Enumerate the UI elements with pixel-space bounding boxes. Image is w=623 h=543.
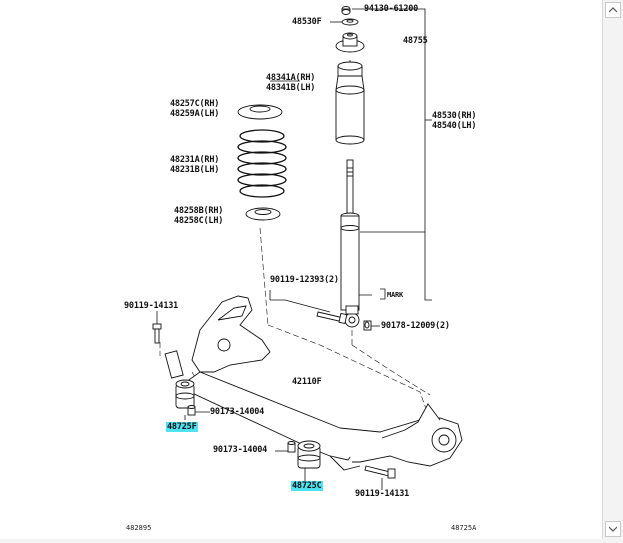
footer-right-code: 48725A bbox=[451, 524, 477, 532]
label-90178-12009[interactable]: 90178-12009(2) bbox=[381, 321, 450, 331]
leader-lines bbox=[156, 8, 432, 490]
spring-seat-lower-icon bbox=[245, 207, 281, 221]
bolt-90119-14131-icon bbox=[152, 323, 162, 344]
label-48259a[interactable]: 48259A(LH) bbox=[170, 109, 220, 119]
nut-90173-right-icon bbox=[287, 441, 296, 453]
label-48257c[interactable]: 48257C(RH) bbox=[170, 99, 220, 109]
bushing-48725f-icon bbox=[175, 379, 195, 409]
coil-spring-icon bbox=[237, 129, 287, 198]
nut-90173-left-icon bbox=[187, 405, 196, 416]
label-90119-14131-top[interactable]: 90119-14131 bbox=[124, 301, 179, 311]
chevron-up-icon bbox=[609, 7, 617, 13]
label-48231a[interactable]: 48231A(RH) bbox=[170, 155, 220, 165]
label-mark: MARK bbox=[387, 291, 404, 299]
nut-94130-icon bbox=[341, 6, 351, 15]
label-48725f[interactable]: 48725F bbox=[166, 422, 198, 432]
label-48725c[interactable]: 48725C bbox=[291, 481, 323, 491]
label-48258c[interactable]: 48258C(LH) bbox=[174, 216, 224, 226]
bolt-90119-14131-bottom-icon bbox=[364, 465, 396, 479]
label-94130-61200[interactable]: 94130-61200 bbox=[364, 4, 419, 14]
label-48341a[interactable]: 48341A(RH) bbox=[266, 73, 316, 83]
label-48341b[interactable]: 48341B(LH) bbox=[266, 83, 316, 93]
label-90173-14004-right[interactable]: 90173-14004 bbox=[213, 445, 268, 455]
label-90119-14131-bottom[interactable]: 90119-14131 bbox=[355, 489, 410, 499]
label-48231b[interactable]: 48231B(LH) bbox=[170, 165, 220, 175]
label-48530f[interactable]: 48530F bbox=[292, 17, 322, 27]
vertical-scrollbar[interactable] bbox=[602, 0, 623, 543]
bolt-90119-12393-icon bbox=[316, 311, 348, 325]
label-90119-12393[interactable]: 90119-12393(2) bbox=[270, 275, 339, 285]
label-42110f[interactable]: 42110F bbox=[292, 377, 322, 387]
shock-absorber-icon bbox=[340, 159, 360, 328]
nut-90178-icon bbox=[363, 320, 372, 331]
mount-48755-icon bbox=[335, 32, 365, 53]
washer-48530f-icon bbox=[341, 18, 359, 26]
label-48755[interactable]: 48755 bbox=[403, 36, 428, 46]
spring-seat-upper-icon bbox=[237, 104, 283, 120]
scroll-down-button[interactable] bbox=[605, 521, 621, 537]
horizontal-scrollbar[interactable] bbox=[0, 539, 603, 543]
chevron-down-icon bbox=[609, 526, 617, 532]
axle-beam-icon bbox=[164, 295, 463, 471]
boot-48341-icon bbox=[335, 61, 365, 145]
label-90173-14004-left[interactable]: 90173-14004 bbox=[210, 407, 265, 417]
footer-left-code: 482895 bbox=[126, 524, 152, 532]
label-48258b[interactable]: 48258B(RH) bbox=[174, 206, 224, 216]
label-48530-rh[interactable]: 48530(RH) bbox=[432, 111, 477, 121]
label-48540-lh[interactable]: 48540(LH) bbox=[432, 121, 477, 131]
bushing-48725c-icon bbox=[297, 440, 321, 469]
scroll-up-button[interactable] bbox=[605, 2, 621, 18]
